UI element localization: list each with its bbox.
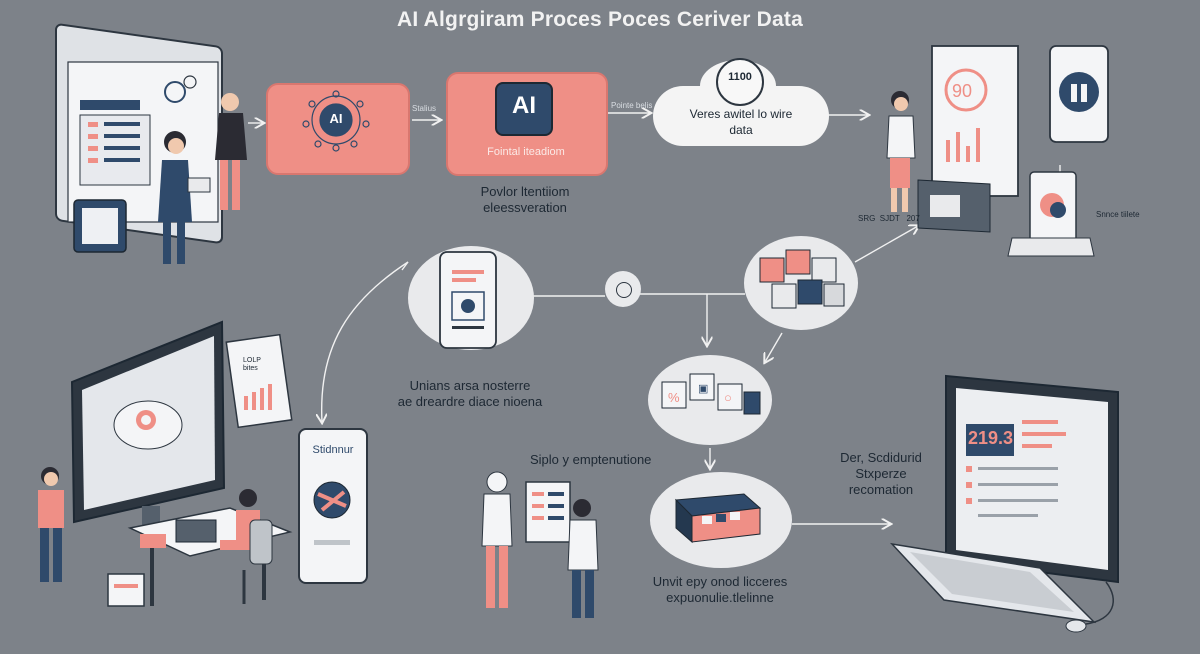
cloud-counter: 1100 bbox=[728, 71, 752, 83]
svg-text:90: 90 bbox=[952, 81, 972, 101]
center-caption: Povlor ltentiiom eleessveration bbox=[430, 184, 620, 216]
cubes-caption: Siplo y emptenutione bbox=[530, 452, 652, 467]
svg-text:○: ○ bbox=[724, 390, 732, 405]
svg-text:%: % bbox=[668, 390, 680, 405]
svg-text:▣: ▣ bbox=[698, 383, 708, 395]
bottom-caption-line2: expuonulie.tlelinne bbox=[666, 590, 774, 605]
cloud-caption: Veres awitel lo wire data bbox=[653, 106, 829, 138]
recommendation-caption-line1: Der, Scdidurid bbox=[840, 450, 922, 465]
clock-icon bbox=[716, 58, 764, 106]
tablet-caption-line2: ae dreardre diace nioena bbox=[397, 394, 543, 409]
ai-network-card bbox=[266, 83, 410, 175]
poster-label: LOLP bites bbox=[243, 357, 261, 372]
hub-icon bbox=[616, 282, 632, 298]
center-caption-line2: eleessveration bbox=[483, 200, 567, 215]
arrow-cubes-to-cubes bbox=[765, 332, 783, 362]
diagram-title: AI Algrgiram Proces Poces Ceriver Data bbox=[397, 8, 803, 31]
ai-badge-left: AI bbox=[329, 111, 343, 126]
recommendation-caption-line3: recomation bbox=[848, 482, 914, 497]
center-caption-line1: Povlor ltentiiom bbox=[480, 184, 570, 199]
bottom-caption: Unvit epy onod licceres expuonulie.tleli… bbox=[620, 574, 820, 606]
laptop-label: SRG SJDT 207 bbox=[858, 214, 920, 223]
curved-arrow-tablet bbox=[322, 261, 409, 422]
ai-badge-center: AI bbox=[512, 92, 536, 119]
ai-chip-icon bbox=[495, 82, 553, 136]
arrow-label-points: Pointe belis bbox=[611, 101, 653, 110]
monitor-readout: 219.3 bbox=[968, 428, 1014, 448]
recommendation-caption: Der, Scdidurid Stxperze recomation bbox=[816, 450, 946, 498]
arrow-label-status: Stalius bbox=[412, 104, 437, 113]
phone-title: Stidnnur bbox=[312, 444, 354, 456]
tablet-caption-line1: Unians arsa nosterre bbox=[409, 378, 531, 393]
cloud-caption-line2: data bbox=[729, 123, 753, 137]
ai-card-caption: Fointal iteadiom bbox=[487, 146, 565, 158]
side-panel-label: Snnce tiilete bbox=[1096, 210, 1140, 219]
recommendation-caption-line2: Stxperze bbox=[855, 466, 907, 481]
cloud-caption-line1: Veres awitel lo wire bbox=[689, 107, 793, 121]
bottom-caption-line1: Unvit epy onod licceres bbox=[652, 574, 788, 589]
arrow-cubes-to-laptop bbox=[854, 226, 918, 263]
tablet-caption: Unians arsa nosterre ae dreardre diace n… bbox=[360, 378, 580, 410]
